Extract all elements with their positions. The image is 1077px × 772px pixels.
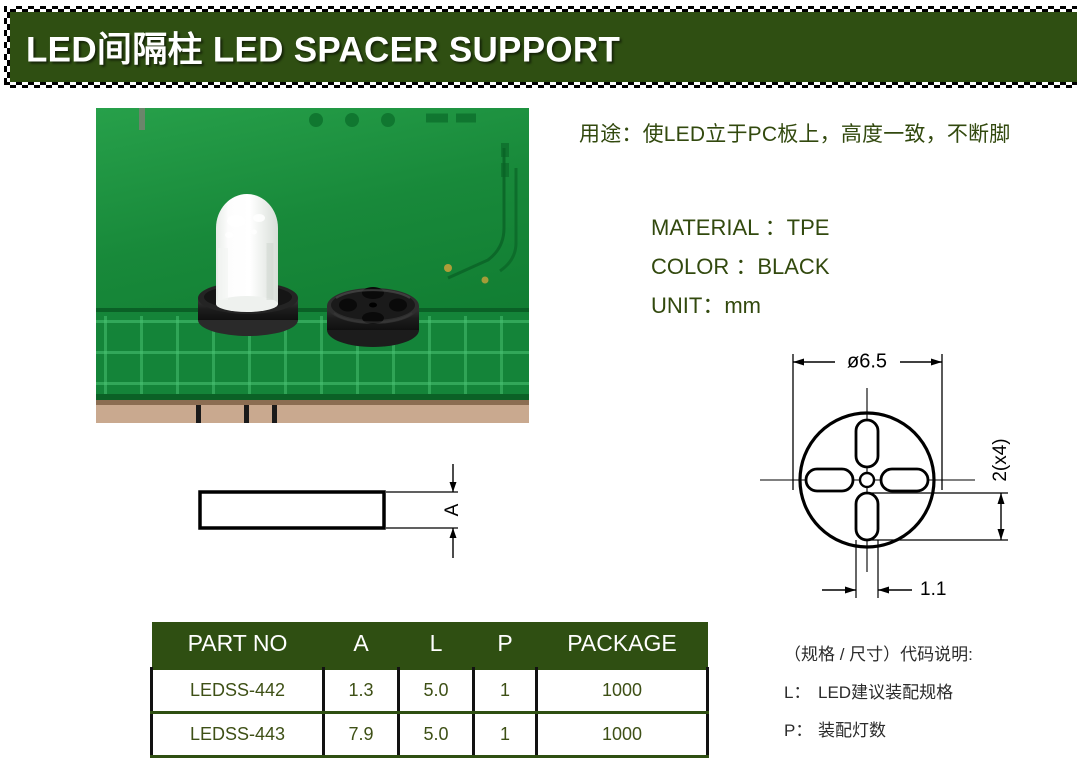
part-number-table: PART NO A L P PACKAGE LEDSS-442 1.3 5.0 … — [150, 622, 709, 758]
table-row: LEDSS-442 1.3 5.0 1 1000 — [150, 667, 709, 714]
cell-p: 1 — [472, 667, 538, 714]
side-view-drawing: A — [180, 450, 480, 580]
cell-l: 5.0 — [397, 667, 475, 714]
table-row: LEDSS-443 7.9 5.0 1 1000 — [150, 711, 709, 758]
specification-list: MATERIAL ：TPE COLOR ：BLACK UNIT：mm — [651, 208, 830, 325]
top-view-slot-right — [879, 467, 930, 493]
usage-description: 用途：使LED立于PC板上，高度一致，不断脚 — [579, 123, 1011, 146]
column-header-l: L — [398, 622, 474, 669]
legend-desc-p: 装配灯数 — [818, 721, 886, 740]
top-view-center-hole — [858, 471, 876, 489]
column-header-part-no: PART NO — [151, 622, 324, 669]
spec-material: MATERIAL ：TPE — [651, 215, 830, 240]
product-photo — [96, 108, 529, 423]
header-checker-border — [4, 6, 10, 88]
header-banner: LED间隔柱 LED SPACER SUPPORT — [4, 6, 1077, 88]
column-header-p: P — [473, 622, 537, 669]
spec-color: COLOR ：BLACK — [651, 254, 830, 279]
column-header-package: PACKAGE — [536, 622, 708, 669]
top-view-center-label: 1.1 — [920, 579, 946, 600]
page-title: LED间隔柱 LED SPACER SUPPORT — [26, 30, 621, 70]
table-header-row: PART NO A L P PACKAGE — [151, 622, 708, 669]
legend-title: （规格 / 尺寸）代码说明: — [784, 645, 973, 664]
top-view-slot-bottom — [854, 491, 880, 542]
legend-key-l: L： — [784, 683, 811, 702]
top-view-slot-left — [804, 467, 855, 493]
cell-package: 1000 — [535, 667, 709, 714]
legend-item-l: L： LED建议装配规格 — [784, 674, 973, 712]
cell-a: 1.3 — [322, 667, 400, 714]
cell-part-no: LEDSS-442 — [150, 667, 325, 714]
legend-key-p: P： — [784, 721, 813, 740]
side-view-profile — [198, 490, 386, 530]
legend-item-p: P： 装配灯数 — [784, 712, 973, 750]
top-view-slot-top — [854, 418, 880, 469]
column-header-a: A — [323, 622, 399, 669]
spec-unit: UNIT：mm — [651, 293, 761, 318]
cell-part-no: LEDSS-443 — [150, 711, 325, 758]
legend-desc-l: LED建议装配规格 — [818, 683, 954, 702]
cell-a: 7.9 — [322, 711, 400, 758]
top-view-drawing: ø6.5 2(x4) 1.1 — [755, 340, 1077, 620]
side-view-dimension-label: A — [442, 503, 463, 516]
top-view-slot-label: 2(x4) — [990, 438, 1011, 481]
cell-l: 5.0 — [397, 711, 475, 758]
product-photo-illustration — [96, 108, 529, 423]
cell-package: 1000 — [535, 711, 709, 758]
cell-p: 1 — [472, 711, 538, 758]
top-view-diameter-label: ø6.5 — [847, 350, 887, 372]
code-legend: （规格 / 尺寸）代码说明: L： LED建议装配规格 P： 装配灯数 — [784, 636, 973, 750]
